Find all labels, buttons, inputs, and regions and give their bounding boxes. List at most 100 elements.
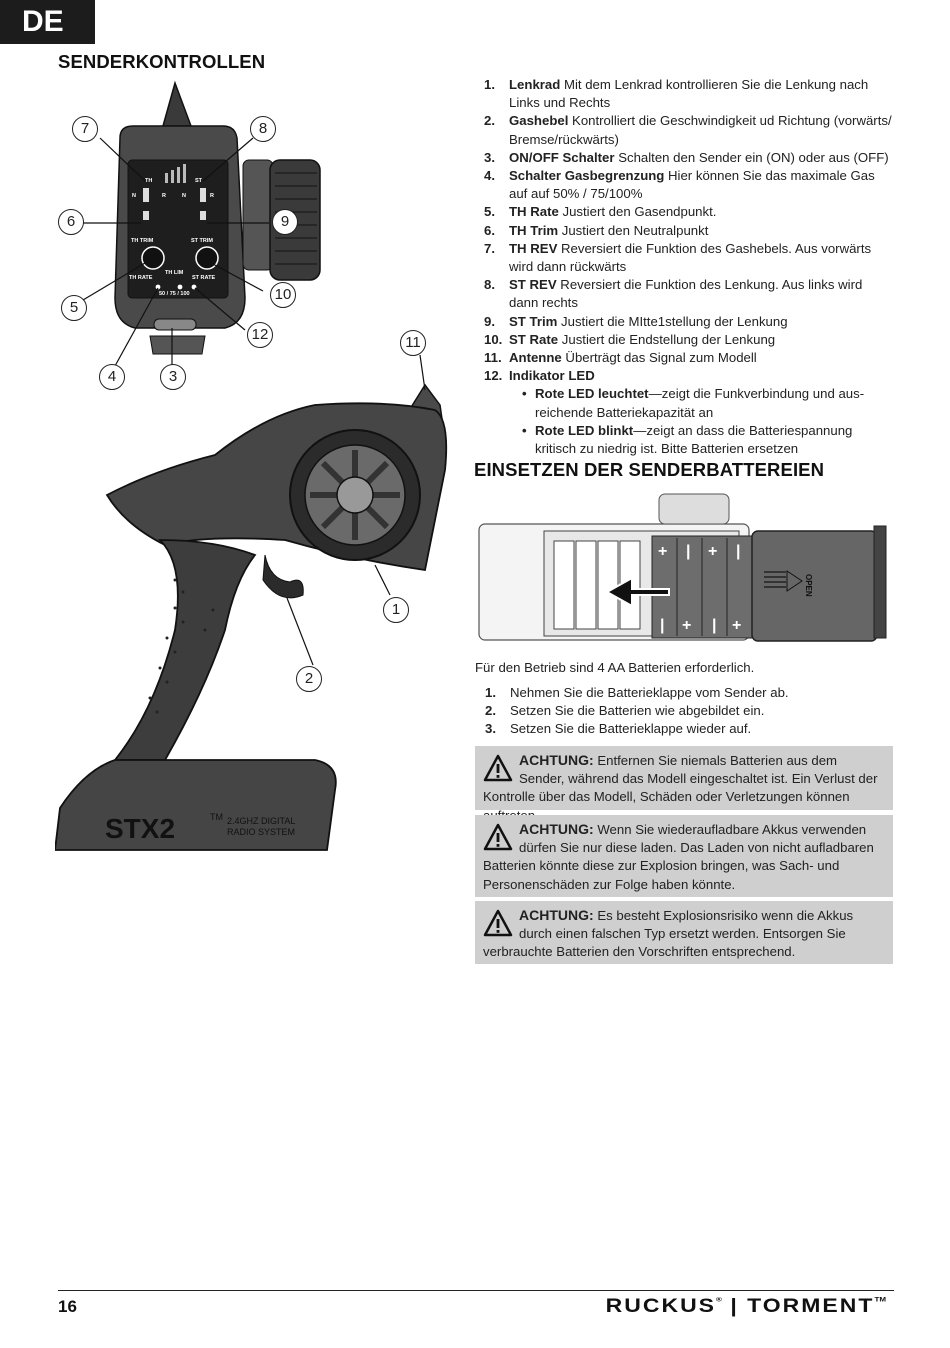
callout-7: 7 [72, 116, 98, 142]
warning-icon [483, 823, 513, 851]
battery-steps: 1. Nehmen Sie die Batterieklappe vom Send… [485, 684, 885, 739]
brand-ruckus: RUCKUS [605, 1294, 717, 1317]
step-text: Nehmen Sie die Batterieklappe vom Sender… [510, 685, 789, 700]
list-item-text: Justiert die Endstellung der Lenkung [558, 331, 776, 347]
step-text: Setzen Sie die Batterieklappe wieder auf… [510, 721, 752, 737]
label-st-rate: ST RATE [192, 275, 215, 281]
list-item-text: Justiert den Neutralpunkt [558, 222, 709, 238]
list-item-number: 10. [484, 331, 503, 347]
list-item-number: 8. [484, 277, 495, 293]
callout-4: 4 [99, 364, 125, 390]
warning-icon [483, 909, 513, 937]
list-item-number: 4. [484, 168, 495, 184]
model-name: STX2 [105, 813, 175, 844]
list-item-text: Überträgt das Signal zum Modell [561, 350, 757, 366]
list-item-number: 6. [484, 222, 495, 238]
bullet: • [522, 422, 527, 438]
list-item-number: 3. [484, 149, 495, 165]
step-text: Setzen Sie die Batterien wie abgebildet … [510, 703, 765, 719]
led-item-text: —zeigt an dass die Batteriespannung krit… [535, 422, 853, 457]
transmitter-side-view: STX2 TM 2.4GHZ DIGITAL RADIO SYSTEM [55, 354, 448, 851]
list-item-text: Mit dem Lenkrad kontrollieren Sie die Le… [509, 77, 869, 111]
controls-list-item: 2.Gashebel Kontrolliert die Geschwindigk… [484, 112, 894, 148]
list-item-term: Schalter Gasbegrenzung [509, 168, 665, 184]
list-item-text: Reversiert die Funktion des Lenkung. Aus… [509, 277, 863, 311]
brand-logo: RUCKUS® | TORMENTTM [606, 1294, 886, 1317]
callout-10: 10 [270, 282, 296, 308]
footer-divider [58, 1290, 894, 1291]
svg-text:+: + [732, 617, 741, 634]
label-lim-values: 50 / 75 / 100 [159, 291, 190, 297]
svg-text:+: + [658, 543, 667, 560]
battery-step: 3. Setzen Sie die Batterieklappe wieder a… [485, 720, 885, 738]
brand-registered: ® [716, 1295, 722, 1304]
controls-list-item: 3.ON/OFF Schalter Schalten den Sender ei… [484, 149, 894, 167]
list-item-text: Kontrolliert die Geschwindigkeit ud Rich… [509, 113, 892, 147]
list-item-term: Indikator LED [509, 368, 595, 384]
language-tab: DE [0, 0, 95, 44]
callout-8: 8 [250, 116, 276, 142]
label-n2: N [182, 193, 186, 199]
list-item-term: TH Rate [509, 204, 559, 220]
controls-list-item: 7.TH REV Reversiert die Funktion des Gas… [484, 240, 894, 276]
svg-text:|: | [660, 617, 664, 634]
callout-12: 12 [247, 322, 273, 348]
section-title-battery: EINSETZEN DER SENDERBATTEREIEN [474, 459, 825, 480]
callout-5: 5 [61, 295, 87, 321]
label-st: ST [195, 178, 203, 184]
battery-step: 1. Nehmen Sie die Batterieklappe vom Send… [485, 684, 885, 702]
led-item: •Rote LED leuchtet—zeigt die Funkverbind… [484, 385, 894, 421]
controls-list-item: 5.TH Rate Justiert den Gasendpunkt. [484, 203, 894, 221]
battery-intro: Für den Betrieb sind 4 AA Batterien erfo… [475, 660, 755, 675]
list-item-term: ST Rate [509, 331, 559, 347]
label-st-trim: ST TRIM [191, 238, 213, 244]
controls-list-item: 6. TH Trim Justiert den Neutralpunkt [484, 222, 894, 240]
step-number: 1. [485, 685, 496, 700]
svg-text:+: + [708, 543, 717, 560]
label-r2: R [210, 193, 214, 199]
svg-text:+: + [682, 617, 691, 634]
open-label: OPEN [804, 574, 813, 597]
list-item-text: Hier können Sie das maximale Gas auf auf… [509, 168, 875, 202]
label-n1: N [132, 193, 136, 199]
controls-list-item: 9. ST Trim Justiert die MItte1stellung de… [484, 313, 894, 331]
label-th-trim: TH TRIM [131, 238, 154, 244]
callout-1: 1 [383, 597, 409, 623]
warning-text: Entfernen Sie niemals Batterien aus dem … [483, 753, 878, 823]
list-item-term: TH Trim [509, 222, 559, 238]
label-th: TH [145, 178, 152, 184]
led-item-term: Rote LED leuchtet [535, 386, 649, 402]
list-item-term: Gashebel [509, 113, 569, 129]
list-item-term: ST REV [509, 277, 557, 293]
controls-list-item: 12.Indikator LED [484, 367, 894, 385]
callout-6: 6 [58, 209, 84, 235]
label-th-rate: TH RATE [129, 275, 153, 281]
page-number: 16 [58, 1297, 77, 1316]
list-item-term: ST Trim [509, 313, 558, 329]
controls-list-item: 1. Lenkrad Mit dem Lenkrad kontrollieren … [484, 76, 894, 112]
list-item-term: Lenkrad [509, 77, 561, 92]
list-item-number: 1. [484, 77, 495, 92]
controls-list-item: 10. ST Rate Justiert die Endstellung der … [484, 331, 894, 349]
list-item-number: 11. [484, 350, 502, 366]
warning-label: ACHTUNG: [519, 821, 594, 837]
warning-box-3: ACHTUNG: Es besteht Explosionsrisiko wen… [475, 901, 893, 964]
callout-2: 2 [296, 666, 322, 692]
step-number: 2. [485, 703, 496, 719]
step-number: 3. [485, 721, 496, 737]
warning-label: ACHTUNG: [519, 752, 594, 768]
label-r1: R [162, 193, 166, 199]
warning-label: ACHTUNG: [519, 907, 594, 923]
warning-text: Es besteht Explosionsrisiko wenn die Akk… [483, 908, 854, 960]
list-item-term: ON/OFF Schalter [509, 149, 615, 165]
transmitter-top-view: TH ST N R N R TH TRIM ST TRIM TH LIM TH … [81, 80, 321, 367]
label-th-lim: TH LIM [165, 270, 184, 276]
warning-text: Wenn Sie wiederaufladbare Akkus verwende… [483, 822, 874, 892]
bullet: • [522, 386, 527, 402]
list-item-number: 9. [484, 313, 495, 329]
controls-list-item: 8. ST REV Reversiert die Funktion des Len… [484, 276, 894, 312]
callout-9: 9 [272, 209, 298, 235]
list-item-text: Justiert die MItte1stellung der Lenkung [557, 313, 788, 329]
led-item: •Rote LED blinkt—zeigt an dass die Batte… [484, 422, 894, 458]
battery-compartment-figure: +|+| |+|+ OPEN [478, 493, 887, 642]
